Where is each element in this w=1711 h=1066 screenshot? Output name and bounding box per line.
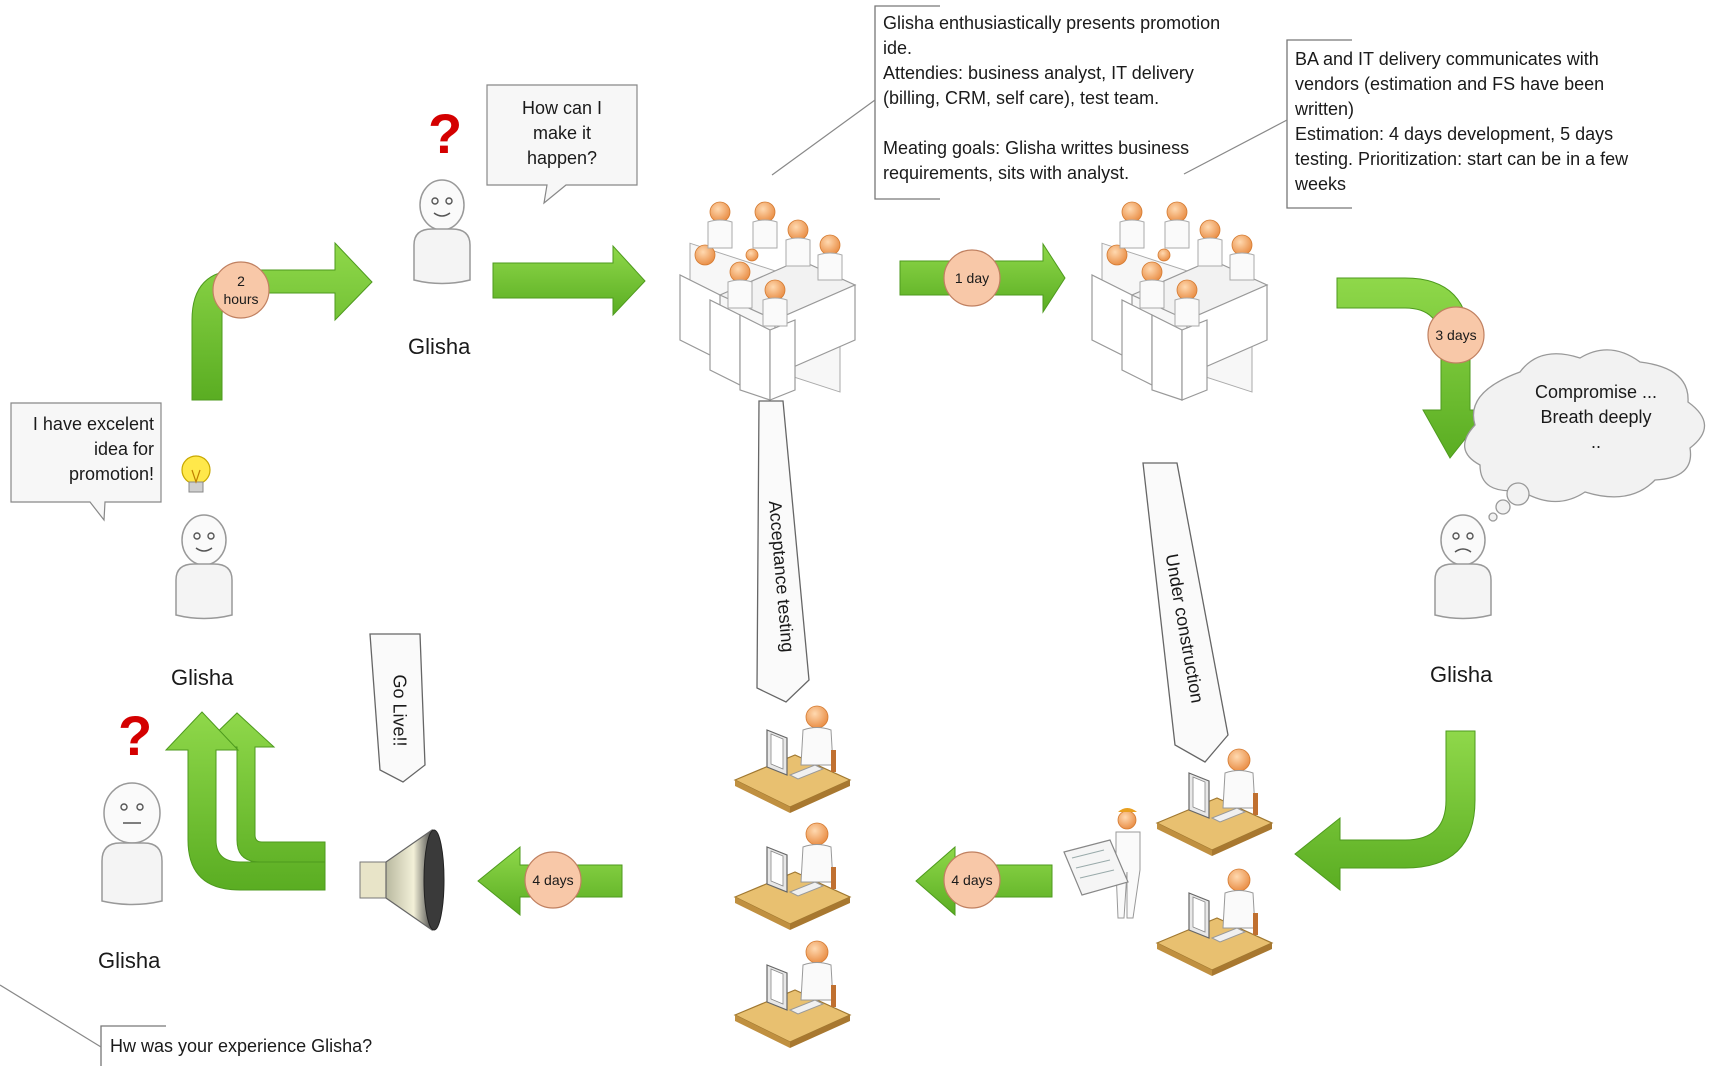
duration-1-day: 1 day [954, 270, 990, 286]
duration-2-hours: 2 hours [223, 273, 259, 307]
duration-3-days: 3 days [1435, 327, 1477, 343]
glisha-end-figure [101, 782, 163, 906]
meeting-icon [1091, 201, 1268, 401]
glisha-top-label: Glisha [408, 334, 471, 359]
callout-bracket [100, 1025, 166, 1066]
tester-desk-icon [734, 940, 851, 1049]
tester-desk-icon [734, 705, 851, 814]
duration-circle [212, 261, 270, 319]
developer-desk-icon [1156, 748, 1273, 857]
question-mark-icon: ? [118, 704, 153, 767]
arrow-glisha-to-construction [1294, 730, 1476, 892]
arrow-golive-back [164, 711, 326, 891]
architect-icon [1063, 808, 1141, 919]
callout-bracket [874, 5, 940, 200]
duration-circle [1427, 306, 1485, 364]
acceptance-banner [756, 400, 810, 703]
lightbulb-icon [181, 455, 211, 493]
callout-bracket [1286, 39, 1352, 209]
golive-banner [369, 633, 426, 783]
glisha-end-label: Glisha [98, 948, 161, 973]
meeting-icon [679, 201, 856, 401]
duration-4-days-construction: 4 days [951, 872, 993, 888]
speech-idea-text: I have excelent idea for promotion! [32, 414, 154, 484]
arrow-meeting-to-compromise [1336, 277, 1490, 459]
glisha-right-label: Glisha [1430, 662, 1493, 687]
duration-4-days-testing: 4 days [532, 872, 574, 888]
speech-bubble-how [486, 84, 638, 205]
thought-text: Compromise ... Breath deeply .. [1534, 382, 1658, 452]
vendors-callout: BA and IT delivery communicates with ven… [1295, 49, 1629, 194]
thought-cloud [1464, 349, 1706, 522]
meeting-callout: Glisha enthusiastically presents promoti… [883, 13, 1221, 183]
duration-circle [524, 851, 582, 909]
construction-banner [1142, 462, 1229, 763]
glisha-idea-figure [175, 514, 233, 620]
megaphone-icon [359, 828, 445, 932]
go-live-label: Go Live!! [389, 674, 410, 747]
glisha-sad-figure [1434, 514, 1492, 620]
speech-bubble-idea [10, 402, 162, 522]
glisha-top-figure [413, 179, 471, 285]
duration-circle [943, 249, 1001, 307]
arrow-glisha-to-meeting [492, 244, 646, 317]
experience-callout: Hw was your experience Glisha? [110, 1036, 373, 1056]
duration-circle [943, 851, 1001, 909]
question-mark-icon: ? [428, 102, 463, 165]
tester-desk-icon [734, 822, 851, 931]
glisha-idea-label: Glisha [171, 665, 234, 690]
speech-how-text: How can I make it happen? [521, 98, 603, 168]
developer-desk-icon [1156, 868, 1273, 977]
